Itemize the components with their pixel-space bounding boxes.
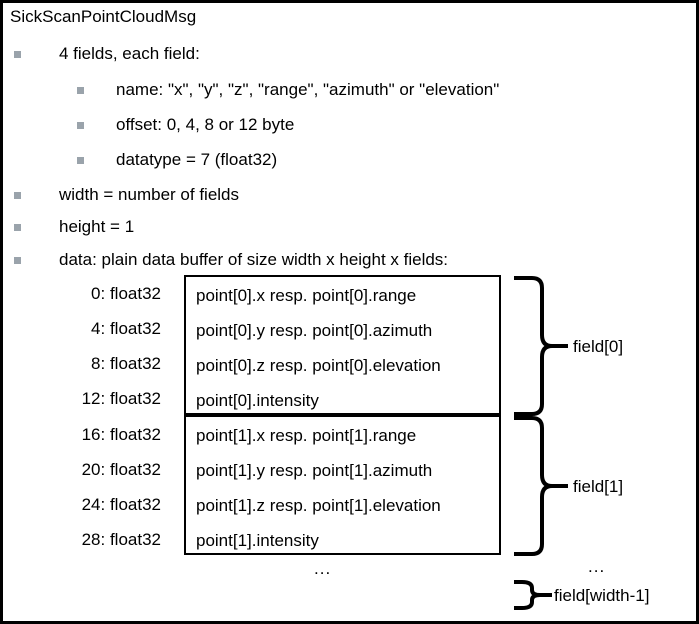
offset-label: 16: float32 — [81, 425, 161, 444]
offset-label: 28: float32 — [81, 530, 161, 549]
list-item-width: width = number of fields — [14, 184, 239, 206]
offset-label: 0: float32 — [91, 284, 161, 303]
field-1-label: field[1] — [573, 477, 624, 496]
page-title: SickScanPointCloudMsg — [10, 7, 197, 26]
list-item-label: offset: 0, 4, 8 or 12 byte — [116, 115, 295, 134]
bullet-square-icon — [14, 191, 21, 199]
offset-label: 8: float32 — [91, 354, 161, 373]
box-line: point[0].x resp. point[0].range — [196, 286, 417, 305]
list-item-height: height = 1 — [14, 216, 134, 238]
box-line: point[1].intensity — [196, 531, 319, 550]
list-item-datatype: datatype = 7 (float32) — [77, 149, 277, 171]
list-item-offset: offset: 0, 4, 8 or 12 byte — [77, 114, 294, 136]
brace-field-0-icon — [514, 276, 568, 416]
offset-label: 4: float32 — [91, 319, 161, 338]
bullet-square-icon — [77, 86, 84, 94]
list-item-label: width = number of fields — [59, 185, 240, 204]
point-1-box: point[1].x resp. point[1].range point[1]… — [184, 415, 501, 555]
brace-field-1-icon — [514, 416, 568, 556]
field-0-label: field[0] — [573, 337, 624, 356]
offset-label: 24: float32 — [81, 495, 161, 514]
list-item-label: name: "x", "y", "z", "range", "azimuth" … — [116, 80, 500, 99]
box-line: point[0].intensity — [196, 391, 319, 410]
list-item-label: 4 fields, each field: — [59, 44, 200, 63]
list-item-fields: 4 fields, each field: — [14, 43, 200, 65]
list-item-data: data: plain data buffer of size width x … — [14, 249, 448, 271]
box-line: point[1].y resp. point[1].azimuth — [196, 461, 433, 480]
box-line: point[1].x resp. point[1].range — [196, 426, 417, 445]
bullet-square-icon — [14, 256, 21, 264]
ellipsis-center: ... — [314, 559, 332, 578]
bullet-square-icon — [14, 50, 21, 58]
list-item-label: height = 1 — [59, 217, 135, 236]
bullet-square-icon — [14, 223, 21, 231]
list-item-label: data: plain data buffer of size width x … — [59, 250, 449, 269]
box-line: point[0].z resp. point[0].elevation — [196, 356, 441, 375]
point-0-box: point[0].x resp. point[0].range point[0]… — [184, 275, 501, 415]
bullet-square-icon — [77, 121, 84, 129]
offset-label: 12: float32 — [81, 389, 161, 408]
offset-label: 20: float32 — [81, 460, 161, 479]
box-line: point[1].z resp. point[1].elevation — [196, 496, 441, 515]
bullet-square-icon — [77, 156, 84, 164]
ellipsis-right: ... — [588, 557, 606, 576]
list-item-label: datatype = 7 (float32) — [116, 150, 278, 169]
brace-field-width-1-icon — [514, 580, 552, 610]
list-item-name: name: "x", "y", "z", "range", "azimuth" … — [77, 79, 499, 101]
field-width-1-label: field[width-1] — [554, 586, 650, 605]
box-line: point[0].y resp. point[0].azimuth — [196, 321, 433, 340]
